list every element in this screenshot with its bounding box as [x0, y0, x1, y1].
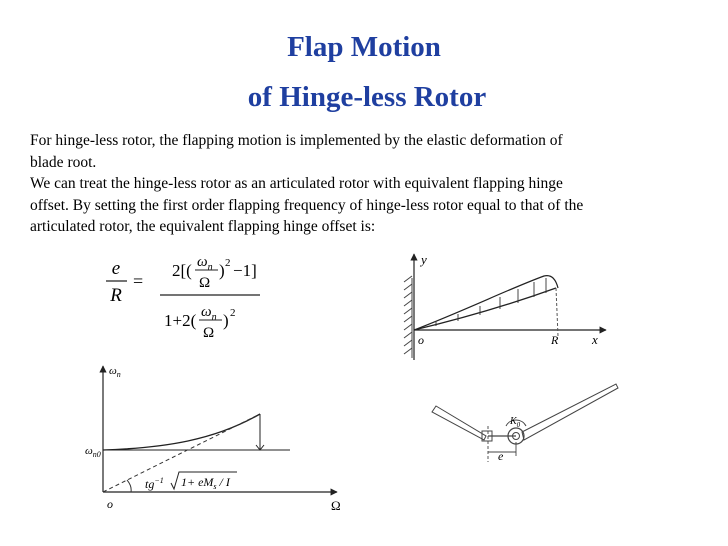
deflected-blade-curve	[413, 287, 557, 331]
load-arrows	[435, 278, 547, 326]
hinge-offset-formula: e R = 2[( ωn Ω ) 2 −1] 1+2( ωn Ω ) 2	[106, 254, 260, 341]
fixed-wall-hatching	[403, 275, 413, 358]
slide-title-line-2: of Hinge-less Rotor	[247, 81, 487, 113]
formula-numerator-paren: )	[219, 261, 225, 280]
formula-denominator-prefix: 1+2(	[164, 311, 197, 330]
paragraph-1-line-1: For hinge-less rotor, the flapping motio…	[30, 132, 563, 149]
left-blade	[431, 405, 487, 441]
y-axis-label: y	[419, 252, 427, 267]
omega-n0-label: ωn0	[85, 445, 101, 459]
paragraph-1-line-2: blade root.	[30, 153, 97, 171]
paragraph-2-line-2: offset. By setting the first order flapp…	[30, 196, 584, 214]
blade-deflection-figure: y o R x	[403, 252, 607, 360]
formula-denominator-paren: )	[223, 311, 229, 330]
x-axis-label: x	[591, 332, 598, 347]
formula-denominator-power: 2	[230, 307, 236, 319]
paragraph-2-line-3: articulated rotor, the equivalent flappi…	[30, 218, 376, 235]
formula-numerator-prefix: 2[(	[172, 261, 192, 280]
spring-constant-label: K0	[509, 416, 521, 429]
square-root-sign	[170, 471, 237, 491]
paragraph-1: For hinge-less rotor, the flapping motio…	[30, 130, 720, 173]
omega-axis-label: Ω	[331, 498, 341, 513]
frequency-origin-label: o	[107, 497, 113, 511]
formula-denominator-big-omega: Ω	[203, 325, 214, 341]
torsion-spring	[505, 419, 527, 427]
formula-lhs-numerator: e	[112, 258, 120, 279]
hinge-pin	[512, 432, 520, 440]
slope-angle-arc	[126, 479, 132, 493]
origin-label: o	[418, 333, 424, 347]
hinge-offset-hub-figure: K0 e	[431, 383, 619, 463]
flapping-frequency-plot: ωn o Ω ωn0 tg−1 1+ eMs / I	[85, 365, 341, 513]
slope-angle-formula: tg−1	[145, 476, 164, 491]
slide-title-line-1: Flap Motion	[287, 31, 441, 63]
offset-e-label: e	[498, 449, 504, 463]
asymptote-dashed-line	[102, 413, 261, 493]
formula-numerator-power: 2	[225, 257, 231, 269]
paragraph-2: We can treat the hinge-less rotor as an …	[30, 173, 720, 238]
formula-equals: =	[133, 271, 143, 291]
formula-numerator-omega-n: ωn	[197, 254, 213, 273]
rotating-frequency-curve	[102, 413, 261, 451]
formula-numerator-big-omega: Ω	[199, 275, 210, 291]
load-distribution-curve	[413, 275, 559, 331]
difference-arrow-head	[255, 444, 265, 451]
formula-denominator-omega-n: ωn	[201, 304, 217, 323]
tip-dashed-line	[555, 287, 559, 337]
right-blade	[521, 383, 619, 441]
square-root-argument: 1+ eMs / I	[181, 475, 231, 491]
formula-numerator-suffix: −1]	[233, 261, 257, 280]
omega-n-axis-label: ωn	[109, 365, 121, 379]
formula-lhs-denominator: R	[109, 285, 122, 306]
body-text: For hinge-less rotor, the flapping motio…	[30, 130, 720, 238]
radius-label: R	[550, 333, 559, 347]
paragraph-2-line-1: We can treat the hinge-less rotor as an …	[30, 175, 563, 192]
